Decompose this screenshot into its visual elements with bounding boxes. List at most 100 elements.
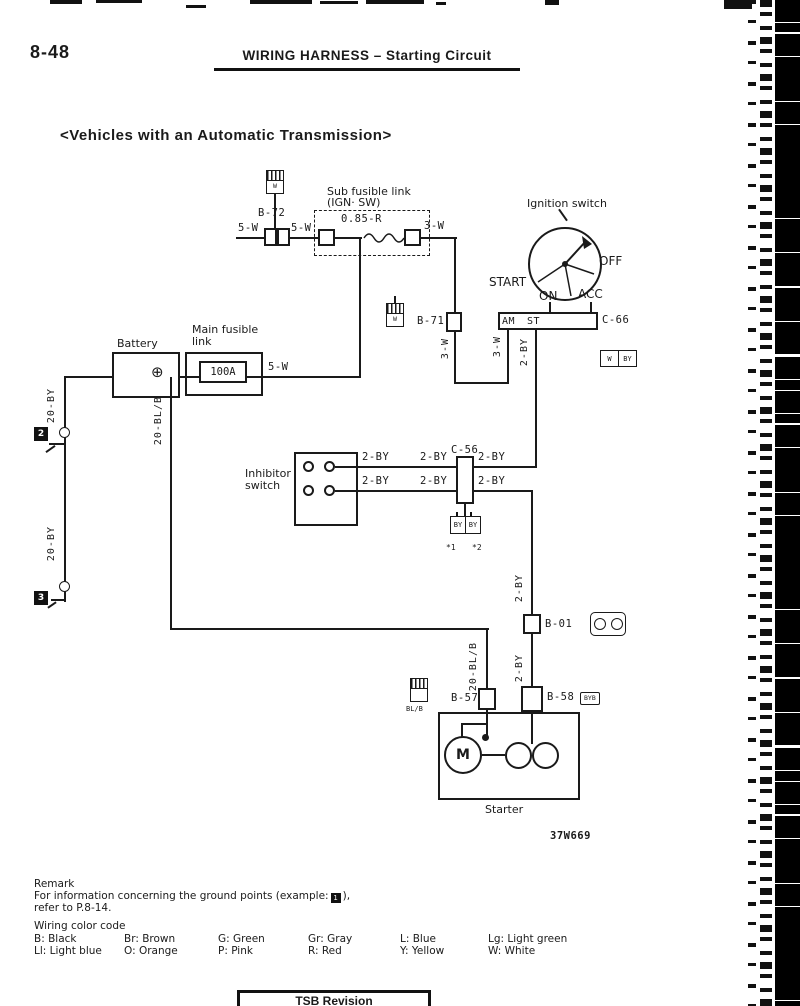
junction-icon <box>59 581 70 592</box>
color-code-entry: P: Pink <box>218 945 253 957</box>
wire-segment <box>473 466 537 468</box>
connector-box <box>404 229 421 246</box>
wire-label-20blb: 20-BL/B <box>468 642 479 692</box>
wire-segment <box>454 332 456 383</box>
wire-label-20by: 20-BY <box>46 526 57 562</box>
page-number: 8-48 <box>30 42 71 62</box>
color-code-entry: Lg: Light green <box>488 933 568 945</box>
remark-line1: For information concerning the ground po… <box>34 890 350 903</box>
ground-icon <box>45 445 56 453</box>
connector-label-b57: B-57 <box>451 692 479 704</box>
wire-segment <box>247 376 263 378</box>
ignition-switch-label: Ignition switch <box>527 197 607 210</box>
color-code-entry: Y: Yellow <box>400 945 445 957</box>
wire-label-2by: 2-BY <box>478 451 506 463</box>
fusible-link-icon: W <box>266 170 284 194</box>
ignition-switch-icon <box>528 227 602 301</box>
connector-box-b57 <box>478 688 496 710</box>
scan-artifact <box>436 2 446 5</box>
color-code-heading: Wiring color code <box>34 920 126 932</box>
wire-label-2by: 2-BY <box>514 654 525 683</box>
dashed-link <box>590 302 592 312</box>
sub-fusible-link-label2: (IGN· SW) <box>327 196 381 209</box>
terminal-icon <box>324 461 335 472</box>
color-code-entry: Ll: Light blue <box>34 945 102 957</box>
wire-segment <box>263 376 361 378</box>
color-code-entry: G: Green <box>218 933 265 945</box>
terminal-icon <box>324 485 335 496</box>
battery-label: Battery <box>117 337 158 350</box>
hatch-pattern <box>387 304 403 314</box>
scan-artifact <box>96 0 142 3</box>
dashed-link <box>464 504 466 516</box>
connector-face-icon: W BY <box>600 350 637 367</box>
connector-pin <box>456 512 458 516</box>
wire-segment <box>454 382 509 384</box>
color-code-entry: W: White <box>488 945 536 957</box>
sub-fusible-link-label: Sub fusible link <box>327 185 411 198</box>
wire-color-label: W <box>393 315 397 323</box>
remark-heading: Remark <box>34 878 75 890</box>
connector-box-b58 <box>521 686 543 712</box>
ground-icon <box>47 601 57 609</box>
terminal-icon <box>303 461 314 472</box>
note-1-label: *1 <box>446 543 456 552</box>
connector-box-b72 <box>264 228 277 246</box>
wire-segment <box>357 466 457 468</box>
inhibitor-switch-label: Inhibitor switch <box>245 467 291 492</box>
pin-label-by: BY <box>451 517 466 533</box>
wire-segment <box>461 723 463 738</box>
wire-segment <box>335 490 358 492</box>
hatch-pattern <box>267 171 283 181</box>
wire-segment <box>236 237 264 239</box>
wire-segment <box>170 377 172 630</box>
wire-segment <box>482 754 505 756</box>
wire-segment <box>486 712 488 738</box>
color-code-entry: L: Blue <box>400 933 436 945</box>
connector-face-icon: BYB <box>580 692 600 705</box>
color-code-entry: R: Red <box>308 945 342 957</box>
color-code-entry: O: Orange <box>124 945 178 957</box>
wire-color-label: W <box>273 182 277 190</box>
wire-label-20by: 20-BY <box>46 388 57 424</box>
tsb-revision-box: TSB Revision <box>237 990 431 1006</box>
connector-label-b58: B-58 <box>547 691 575 703</box>
leader-line <box>558 208 568 222</box>
wire-label-3w: 3-W <box>440 338 451 360</box>
scan-artifact <box>320 1 358 4</box>
connector-pin <box>470 512 472 516</box>
connector-label-c56: C-56 <box>451 444 479 456</box>
remark-line2: refer to P.8-14. <box>34 902 112 914</box>
terminal-st-label: ST <box>527 316 541 327</box>
fusible-link-icon: W <box>386 303 404 327</box>
fusible-link-icon <box>410 678 428 702</box>
ground-example-icon: 1 <box>330 893 341 903</box>
wire-segment <box>507 330 509 382</box>
wire-segment <box>290 237 318 239</box>
color-code-row: B: Black Br: Brown G: Green Gr: Gray L: … <box>34 933 567 945</box>
wire-segment <box>170 628 489 630</box>
wire-segment <box>187 376 199 378</box>
wire-label-2by: 2-BY <box>362 475 390 487</box>
c66-terminal-box <box>498 312 598 330</box>
sub-fusible-link-boundary <box>314 210 430 256</box>
terminal-icon <box>303 485 314 496</box>
solenoid-coil-icon <box>505 742 532 769</box>
motor-icon: M <box>444 736 482 774</box>
starter-label: Starter <box>485 803 524 816</box>
connector-box-b01 <box>523 614 541 634</box>
scan-artifact <box>724 0 752 9</box>
color-code-entry: Gr: Gray <box>308 933 353 945</box>
connector-box-c56 <box>456 456 474 504</box>
pin-icon <box>610 618 623 630</box>
ground-icon <box>49 443 65 445</box>
pin-label-by: BY <box>468 521 478 529</box>
wire-segment <box>66 376 112 378</box>
wire-label-3w: 3-W <box>492 336 503 358</box>
fuse-rating-label: 0.85-R <box>341 213 382 225</box>
connector-box <box>318 229 335 246</box>
wire-segment <box>421 237 457 239</box>
wire-label-2by: 2-BY <box>420 475 448 487</box>
binding-strip <box>775 0 800 1006</box>
